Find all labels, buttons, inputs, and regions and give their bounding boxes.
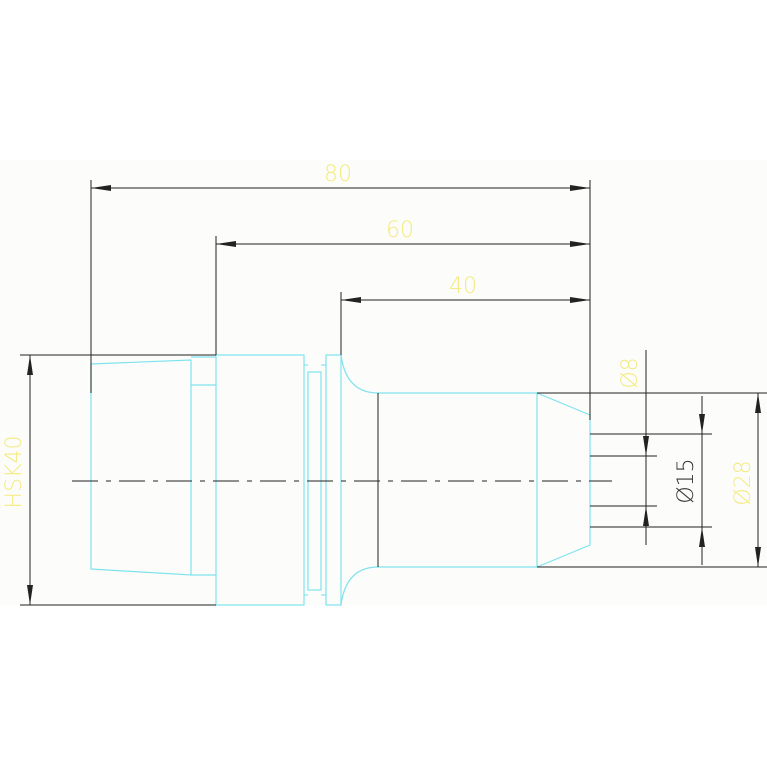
dimension-text-60: 60 [386, 218, 414, 243]
arrowhead [699, 414, 705, 434]
neck-fillet-lower [340, 566, 379, 606]
dimension-text-bore-diameter: Ø15 [674, 458, 699, 503]
dimension-text-tip-diameter: Ø8 [618, 357, 643, 388]
dimension-text-80: 80 [324, 162, 352, 187]
dimension-body-diameter: Ø28 [731, 393, 761, 567]
arrowhead [341, 297, 361, 303]
tip-cone [536, 392, 591, 568]
flange [215, 354, 305, 606]
drawing-sheet [0, 160, 767, 605]
neck-fillet-upper [340, 354, 379, 394]
dimension-text-40: 40 [449, 274, 477, 299]
arrowhead [755, 393, 761, 413]
arrowhead [27, 355, 33, 375]
dimension-hsk40: HSK40 [2, 355, 33, 605]
arrowhead [91, 185, 111, 191]
dimension-text-hsk40: HSK40 [2, 436, 27, 509]
arrowhead [27, 585, 33, 605]
arrowhead [570, 185, 590, 191]
arrowhead [570, 297, 590, 303]
arrowhead [643, 506, 649, 526]
dimension-60: 60 [216, 218, 590, 247]
dimension-tip-diameter: Ø8 [618, 350, 649, 545]
part-outline [90, 354, 591, 606]
arrowhead [570, 241, 590, 247]
dimension-80: 80 [91, 162, 590, 191]
arrowhead [699, 527, 705, 547]
dimension-bore-diameter: Ø15 [674, 396, 705, 565]
arrowhead [755, 547, 761, 567]
collar [325, 354, 342, 606]
arrowhead [643, 436, 649, 456]
dimension-text-body-diameter: Ø28 [731, 460, 756, 505]
dimension-40: 40 [341, 274, 590, 303]
arrowhead [216, 241, 236, 247]
